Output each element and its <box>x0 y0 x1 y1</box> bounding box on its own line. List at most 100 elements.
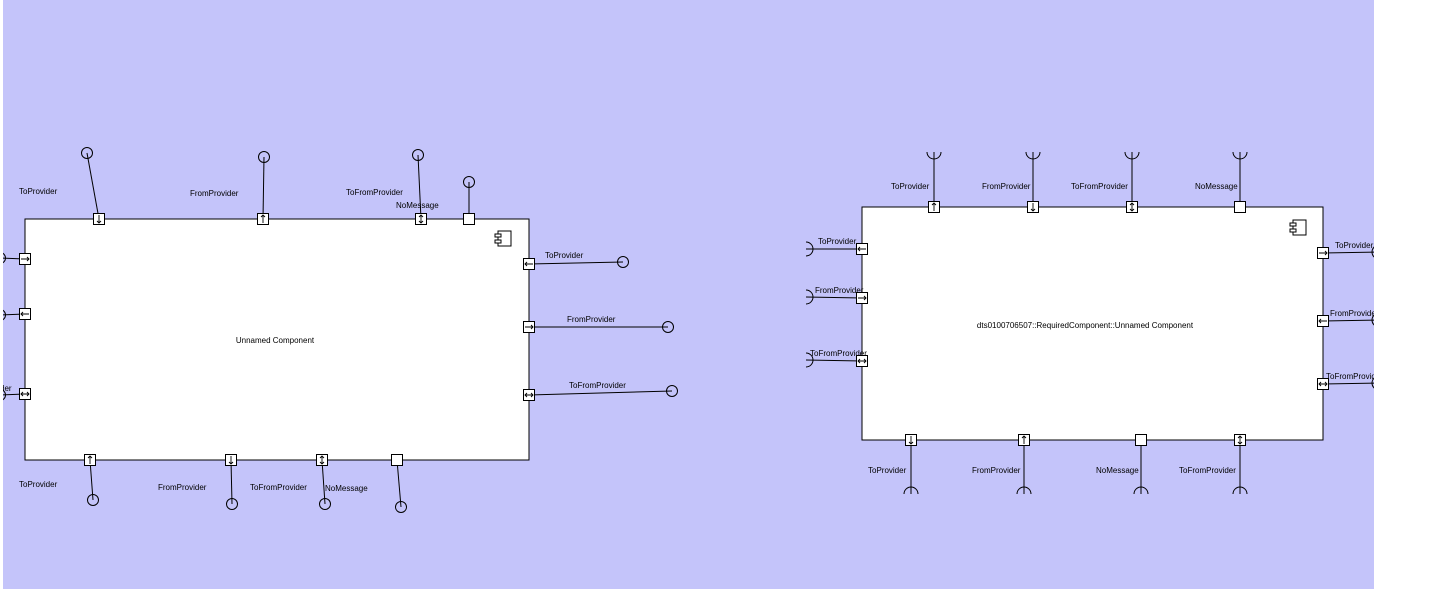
required-interface-icon[interactable] <box>805 289 814 305</box>
port-right-tofromprovider[interactable]: ToFromProvider <box>1317 372 1384 390</box>
arrow-updown-icon <box>418 214 424 224</box>
component-icon <box>1289 219 1307 236</box>
required-interface-icon[interactable] <box>805 241 814 257</box>
port-left-unlabeled[interactable] <box>0 308 31 321</box>
port-top-fromprovider[interactable]: FromProvider <box>190 151 270 225</box>
port-left-toprovider[interactable]: ToProvider <box>805 237 868 257</box>
port-right-toprovider[interactable]: ToProvider <box>1317 241 1380 259</box>
port-bottom-tofromprovider[interactable]: ToFromProvider <box>1179 434 1248 495</box>
port-right-fromprovider[interactable]: FromProvider <box>1317 309 1380 327</box>
port-connector-line <box>321 459 326 505</box>
arrow-up-icon <box>87 455 93 464</box>
arrow-left-icon <box>524 261 533 267</box>
port-top-nomessage[interactable]: NoMessage <box>1195 151 1248 213</box>
port-right-toprovider[interactable]: ToProvider <box>523 251 629 270</box>
port-right-tofromprovider[interactable]: ToFromProvider <box>523 381 678 401</box>
required-interface-icon[interactable] <box>1124 151 1140 160</box>
port-label: ToFromProvider <box>250 483 307 492</box>
port-label: ToFromProvider <box>1071 182 1128 191</box>
component-box[interactable] <box>861 206 1324 441</box>
port-bottom-fromprovider[interactable]: FromProvider <box>972 434 1032 495</box>
arrow-down-icon <box>228 456 234 465</box>
port-label: ToProvider <box>19 187 58 196</box>
arrow-left-icon <box>857 246 866 252</box>
provided-interface-icon[interactable] <box>662 321 674 333</box>
port-top-toprovider[interactable]: ToProvider <box>19 147 105 225</box>
arrow-updown-icon <box>1237 435 1243 445</box>
arrow-up-icon <box>1021 435 1027 444</box>
port-label: FromProvider <box>972 466 1021 475</box>
port-left-tofromprovider[interactable]: ToFromProvider <box>805 349 868 368</box>
required-interface-icon[interactable] <box>805 352 814 368</box>
component-box[interactable] <box>24 218 530 461</box>
port-square[interactable] <box>463 213 475 225</box>
port-bottom-nomessage[interactable]: NoMessage <box>1096 434 1149 495</box>
provided-interface-icon[interactable] <box>81 147 93 159</box>
provided-interface-icon[interactable] <box>0 389 6 401</box>
required-interface-icon[interactable] <box>1371 376 1379 390</box>
port-label: ToProvider <box>818 237 857 246</box>
arrow-leftright-icon <box>1318 381 1328 387</box>
arrow-updown-icon <box>1129 202 1135 212</box>
provided-interface-icon[interactable] <box>258 151 270 163</box>
provided-interface-icon[interactable] <box>666 385 678 397</box>
component-name: Unnamed Component <box>236 336 315 345</box>
required-interface-icon[interactable] <box>926 151 942 160</box>
port-connector-line <box>1322 319 1374 322</box>
required-component[interactable]: dts0100706507::RequiredComponent::Unname… <box>805 151 1384 495</box>
port-connector-line <box>528 390 673 396</box>
required-interface-icon[interactable] <box>1371 245 1379 259</box>
port-left-fromprovider[interactable]: FromProvider <box>805 286 868 305</box>
arrow-up-icon <box>931 202 937 211</box>
component-icon <box>494 230 512 247</box>
port-label: ToProvider <box>868 466 907 475</box>
provided-interface-icon[interactable] <box>226 498 238 510</box>
port-left-unlabeled[interactable] <box>0 252 31 265</box>
required-interface-icon[interactable] <box>903 486 919 495</box>
provided-interface-icon[interactable] <box>395 501 407 513</box>
required-interface-icon[interactable] <box>1016 486 1032 495</box>
port-square[interactable] <box>1234 201 1246 213</box>
provided-interface-icon[interactable] <box>0 252 6 264</box>
port-top-tofromprovider[interactable]: ToFromProvider <box>1071 151 1140 213</box>
port-connector-line <box>396 459 402 508</box>
provided-interface-icon[interactable] <box>617 256 629 268</box>
port-top-tofromprovider[interactable]: ToFromProvider <box>346 149 427 225</box>
port-label: ToFromProvider <box>569 381 626 390</box>
required-interface-icon[interactable] <box>1232 151 1248 160</box>
port-top-toprovider[interactable]: ToProvider <box>891 151 942 213</box>
provided-interface-icon[interactable] <box>463 176 475 188</box>
port-bottom-tofromprovider[interactable]: ToFromProvider <box>250 454 331 510</box>
arrow-left-icon <box>20 311 29 317</box>
required-interface-icon[interactable] <box>1232 486 1248 495</box>
required-interface-icon[interactable] <box>1371 313 1379 327</box>
provided-interface-icon[interactable] <box>0 309 6 321</box>
port-label: ToProvider <box>545 251 584 260</box>
port-label: ToProvider <box>1335 241 1374 250</box>
required-interface-icon[interactable] <box>1025 151 1041 160</box>
port-bottom-nomessage[interactable]: NoMessage <box>325 454 407 513</box>
port-bottom-toprovider[interactable]: ToProvider <box>868 434 919 495</box>
port-bottom-toprovider[interactable]: ToProvider <box>19 454 99 506</box>
provided-interface-icon[interactable] <box>319 498 331 510</box>
port-connector-line <box>805 359 863 362</box>
port-top-nomessage[interactable]: NoMessage <box>396 176 475 225</box>
port-right-fromprovider[interactable]: FromProvider <box>523 315 674 333</box>
component-name: dts0100706507::RequiredComponent::Unname… <box>977 321 1194 330</box>
required-interface-icon[interactable] <box>1133 486 1149 495</box>
port-connector-line <box>1322 251 1374 254</box>
port-bottom-fromprovider[interactable]: FromProvider <box>158 454 238 510</box>
arrow-up-icon <box>260 214 266 223</box>
port-square[interactable] <box>391 454 403 466</box>
port-left-der[interactable]: der <box>0 384 31 401</box>
arrow-left-icon <box>1318 318 1327 324</box>
port-label: ToFromProvider <box>810 349 867 358</box>
provided-interface-icon[interactable] <box>412 149 424 161</box>
arrow-down-icon <box>908 436 914 445</box>
provided-interface-icon[interactable] <box>87 494 99 506</box>
port-square[interactable] <box>1135 434 1147 446</box>
port-connector-line <box>86 152 100 220</box>
port-top-fromprovider[interactable]: FromProvider <box>982 151 1041 213</box>
